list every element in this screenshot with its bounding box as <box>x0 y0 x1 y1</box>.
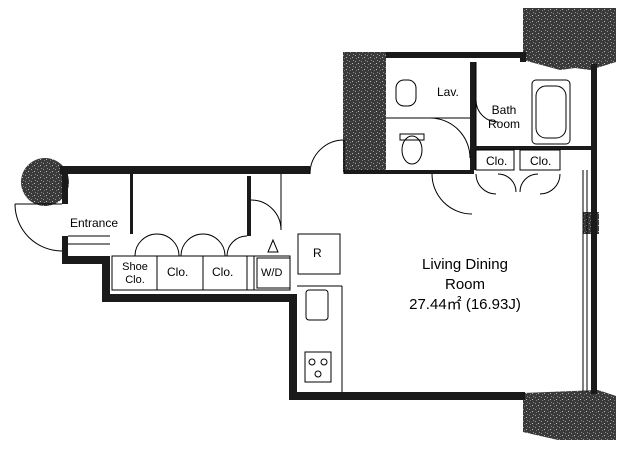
label-closet-3: Clo. <box>167 265 189 279</box>
structural-columns <box>21 8 616 440</box>
bathtub <box>531 79 571 145</box>
column-top-right <box>523 8 616 70</box>
door-swings <box>14 99 561 257</box>
label-closet-4: Clo. <box>212 265 234 279</box>
column-center <box>343 52 386 172</box>
label-shoe-line2: Clo. <box>125 274 145 286</box>
label-entrance: Entrance <box>70 216 119 230</box>
label-living-line1: Living Dining <box>422 256 508 273</box>
label-bath-line2: Room <box>487 117 520 131</box>
label-closet-2: Clo. <box>530 154 552 168</box>
triangle-marker-icon <box>267 238 279 253</box>
fixtures <box>395 79 571 165</box>
washbasin <box>395 79 417 107</box>
walls <box>60 52 597 400</box>
label-washer-dryer: W/D <box>261 267 283 279</box>
label-closet-1: Clo. <box>486 154 508 168</box>
label-living-area: 27.44㎡ (16.93J) <box>409 296 521 313</box>
label-living-line2: Room <box>444 276 485 293</box>
interior-lines <box>68 62 588 392</box>
column-entrance-round <box>21 158 69 206</box>
label-bath-line1: Bath <box>491 103 517 117</box>
label-refrigerator: R <box>313 246 322 260</box>
toilet <box>401 135 423 165</box>
label-lavatory: Lav. <box>437 85 459 99</box>
column-bottom-right <box>523 390 616 440</box>
label-shoe-line1: Shoe <box>122 261 148 273</box>
